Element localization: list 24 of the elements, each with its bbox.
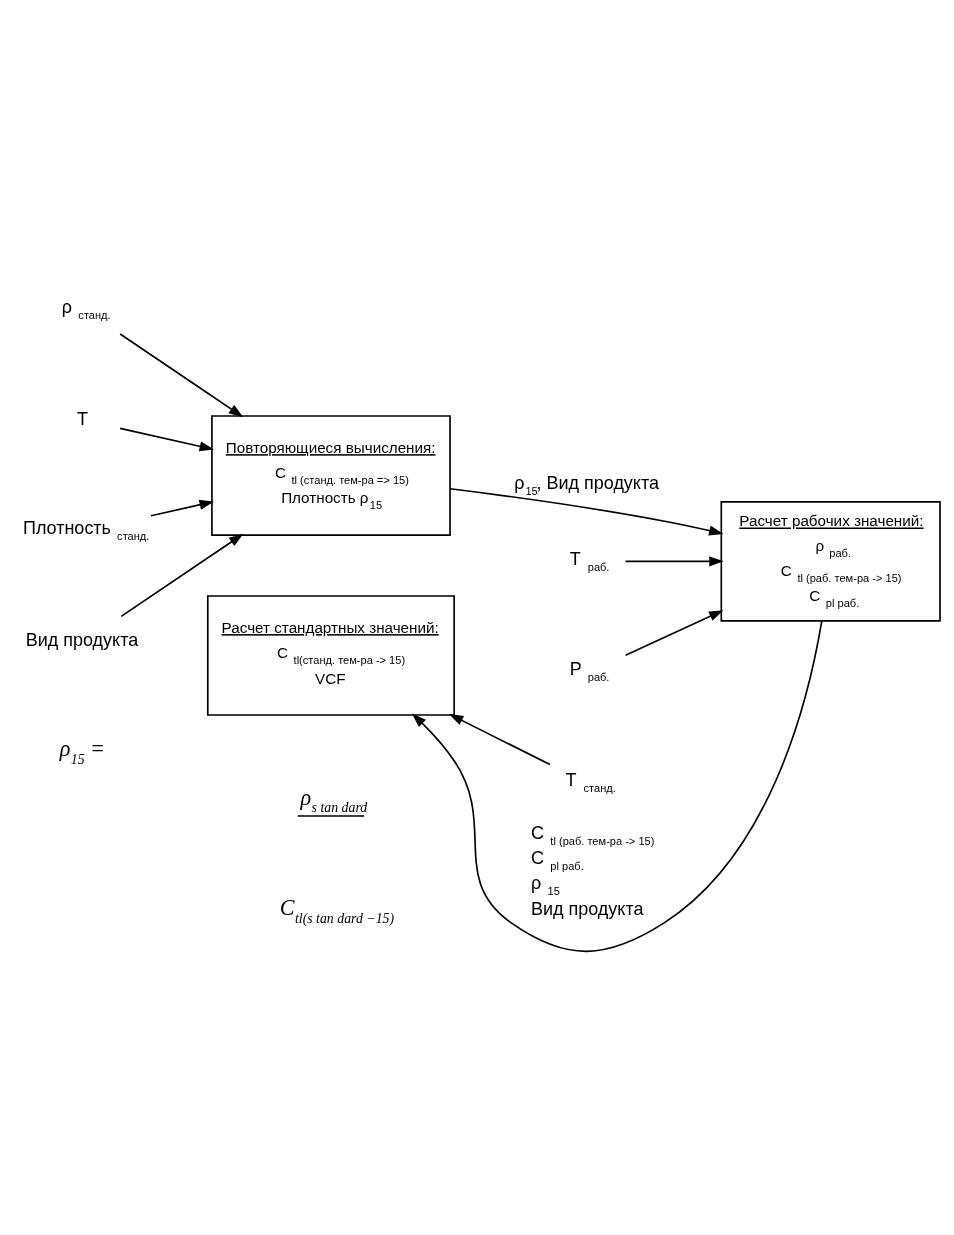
arrow <box>150 499 214 517</box>
arrow <box>624 555 724 566</box>
label: ρ$_{15}$ = <box>59 735 106 767</box>
arrow <box>624 609 724 656</box>
node-text: Вид продукта <box>25 629 139 650</box>
node-box: Расчет стандартных значений: C $_{tl(станд. тем-ра -> 15)}$ VCF <box>206 594 455 716</box>
node-text: T $_{раб.}$ <box>569 548 610 573</box>
arrow <box>119 332 244 417</box>
arrow <box>411 619 823 952</box>
node-text: ρ $_{станд.}$ <box>61 296 111 321</box>
arrow <box>120 533 244 617</box>
node-box: Расчет рабочих значений: ρ $_{раб.}$ C $_{tl (раб. тем-ра -> 15)}$ C $_{pl раб.}$ <box>720 500 941 622</box>
node-box: Повторяющиеся вычисления: C $_{tl (станд. тем-ра => 15)}$ Плотность ρ$_{15}$ <box>211 414 451 536</box>
node-text: T $_{станд.}$ <box>565 769 616 794</box>
arrow <box>448 713 551 765</box>
arrow <box>119 427 214 451</box>
edge-label: ρ$_{15}$, Вид продукта <box>514 472 659 497</box>
node-text: Плотность $_{станд.}$ <box>22 517 150 542</box>
edge-label: C $_{tl (раб. тем-ра -> 15)}$ C $_{pl раб.}$ ρ $_{15}$ Вид продукта <box>530 822 655 919</box>
label: ρ$_{s tan dard}$ <box>300 784 368 815</box>
node-text: P $_{раб.}$ <box>569 658 610 683</box>
node-text: T <box>76 408 88 429</box>
label: C$_{tl(s tan dard −15)}$ <box>279 894 395 926</box>
arrow <box>449 487 724 536</box>
